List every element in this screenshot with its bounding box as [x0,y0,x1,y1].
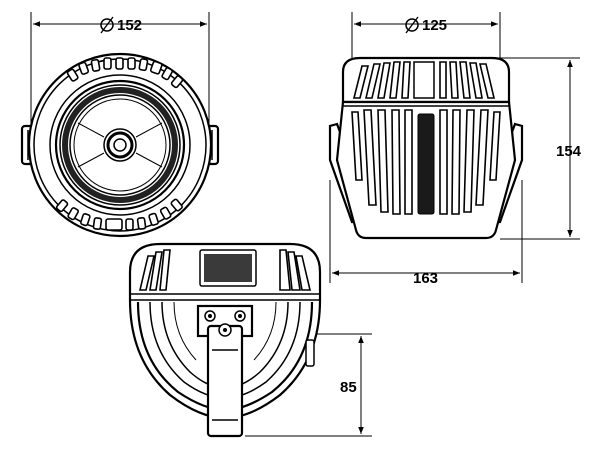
diameter-symbol-icon [100,16,114,34]
side-body-fins [351,109,501,215]
dim-side-diameter: 125 [351,12,501,60]
lens-ring [62,87,178,203]
side-view: 125 154 163 [328,12,582,287]
bottom-view: 85 [128,242,372,438]
dim-front-diameter: 152 [30,12,210,128]
dim-side-width: 163 [329,180,523,287]
side-height-label: 154 [556,143,582,160]
led-lens [103,128,137,162]
front-diameter-label: 152 [117,17,142,34]
bottom-top-fins [138,249,312,291]
side-width-label: 163 [413,270,438,287]
side-top-fins [352,61,496,99]
screw-right-icon [234,310,246,322]
front-bottom-slots [55,198,183,231]
diameter-symbol-icon [405,16,419,34]
front-view: 152 [20,12,220,238]
screw-left-icon [204,310,216,322]
side-diameter-label: 125 [422,17,447,34]
bracket-height-label: 85 [340,379,357,396]
center-fin [417,113,435,215]
front-top-slots [66,57,184,89]
